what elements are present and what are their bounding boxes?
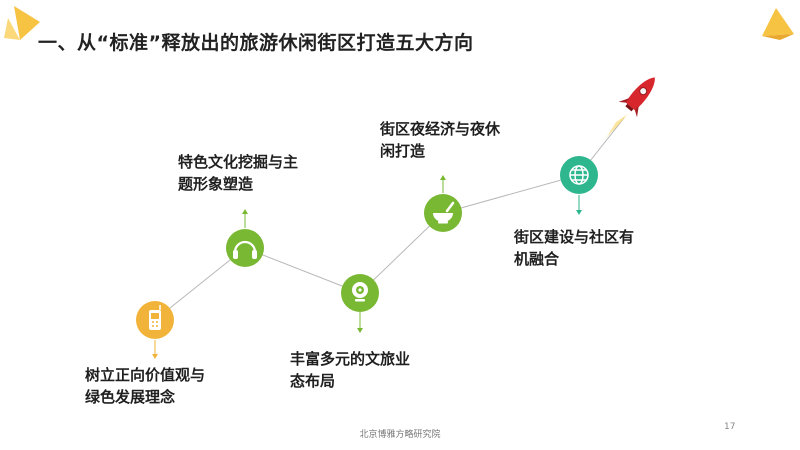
direction-label-5: 街区建设与社区有 机融合 [514, 226, 634, 270]
direction-label-5-line-1: 街区建设与社区有 [514, 228, 635, 246]
direction-label-4: 街区夜经济与夜休 闲打造 [380, 118, 500, 162]
direction-label-2-line-2: 题形象塑造 [178, 175, 254, 193]
arrow-down-5 [576, 195, 582, 215]
corner-decoration-left [4, 6, 40, 40]
headphones-icon [233, 240, 257, 259]
corner-decoration-right [762, 8, 794, 40]
globe-icon [569, 165, 589, 185]
rocket-icon [606, 77, 655, 138]
direction-label-3-line-2: 态布局 [290, 372, 336, 390]
mortar-pestle-icon [433, 201, 455, 224]
mobile-phone-icon [149, 305, 161, 330]
slide-title: 一、从“标准”释放出的旅游休闲街区打造五大方向 [38, 32, 474, 54]
direction-label-1-line-1: 树立正向价值观与 [85, 366, 206, 384]
direction-label-3-line-1: 丰富多元的文旅业 [290, 350, 411, 368]
arrow-down-1 [152, 340, 158, 359]
footer-source: 北京博雅方略研究院 [359, 430, 441, 440]
direction-label-2: 特色文化挖掘与主 题形象塑造 [178, 151, 298, 195]
direction-label-1: 树立正向价值观与 绿色发展理念 [85, 364, 205, 408]
node-1-circle [136, 301, 174, 339]
direction-label-2-line-1: 特色文化挖掘与主 [178, 153, 299, 171]
page-number: 17 [724, 422, 736, 432]
direction-label-5-line-2: 机融合 [514, 250, 560, 268]
node-5-circle [560, 156, 598, 194]
direction-label-4-line-2: 闲打造 [380, 142, 426, 160]
node-3-circle [341, 274, 379, 312]
arrow-up-2 [242, 209, 248, 228]
direction-label-3: 丰富多元的文旅业 态布局 [290, 348, 410, 392]
arrow-down-3 [357, 312, 363, 333]
arrow-up-4 [440, 175, 446, 193]
node-2-circle [226, 229, 264, 267]
direction-label-4-line-1: 街区夜经济与夜休 [380, 120, 501, 138]
direction-label-1-line-2: 绿色发展理念 [85, 388, 176, 406]
webcam-icon [352, 282, 368, 302]
node-4-circle [424, 194, 462, 232]
